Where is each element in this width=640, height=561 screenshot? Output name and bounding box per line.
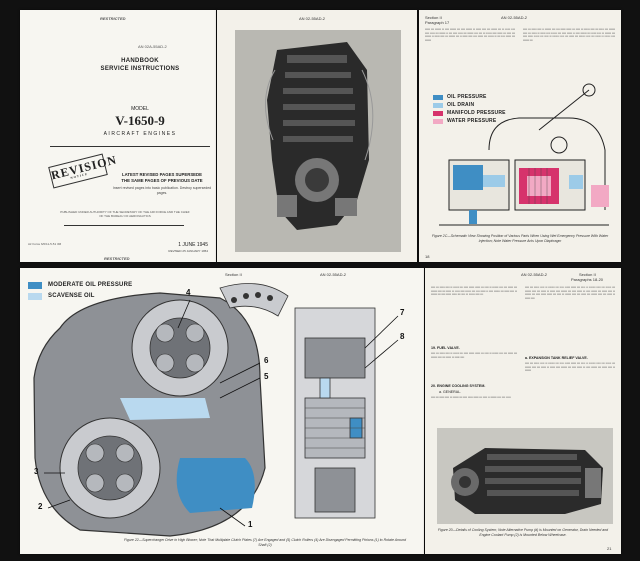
issue-date: 1 JUNE 1945 (178, 242, 208, 248)
engine-photo (437, 428, 613, 524)
legend-swatch-manifold-pressure (433, 111, 443, 116)
legend-swatch-oil-pressure (433, 95, 443, 100)
legend-swatch-scavense-oil (28, 293, 42, 300)
text-column-left: ▪▪▪▪ ▪▪▪ ▪▪▪▪▪ ▪▪▪▪ ▪▪ ▪▪▪▪▪▪ ▪▪▪ ▪▪▪▪ ▪… (431, 286, 517, 297)
text-column-left: ▪▪▪▪▪ ▪▪▪ ▪▪▪▪▪▪ ▪▪ ▪▪▪▪ ▪▪▪▪▪▪ ▪▪▪ ▪▪▪▪… (425, 28, 515, 42)
engine-photo-page: AN 02-55AD-2 (217, 10, 417, 262)
text-column-right-2: ▪▪▪▪ ▪▪▪ ▪▪▪▪▪ ▪▪▪▪ ▪▪ ▪▪▪▪▪▪ ▪▪▪ ▪▪▪▪ ▪… (525, 362, 615, 373)
title-line-2: SERVICE INSTRUCTIONS (100, 66, 180, 72)
cover-page: RESTRICTED AN 02A-55AD-2 HANDBOOK SERVIC… (20, 10, 216, 262)
page-number: 21 (607, 546, 612, 551)
legend-swatch-water-pressure (433, 119, 443, 124)
top-mark: RESTRICTED (100, 16, 126, 21)
doc-number: AN 02A-55AD-2 (138, 44, 167, 49)
text-column-left-3: ▪▪▪▪ ▪▪▪ ▪▪▪▪▪ ▪▪▪▪ ▪▪ ▪▪▪▪▪▪ ▪▪▪ ▪▪▪▪ ▪… (431, 396, 511, 399)
revision-stamp: REVISION NOTICE (48, 153, 118, 189)
text-column-right: ▪▪▪▪ ▪▪▪ ▪▪▪▪▪ ▪▪▪▪ ▪▪ ▪▪▪▪▪▪ ▪▪▪ ▪▪▪▪ ▪… (525, 286, 615, 300)
gear-diagram (33, 283, 399, 537)
paragraph-label: Paragraphs 18-20 (571, 277, 604, 282)
figure-caption: Figure 2C—Schematic View Showing Positio… (431, 234, 609, 243)
doc-number: AN 02-55AD-2 (299, 16, 326, 21)
subhead-expansion-tank: a. EXPANSION TANK RELIEF VALVE. (525, 356, 588, 360)
model-label: MODEL (131, 106, 149, 112)
footer-left: Air Force 6/0/11-5-51 3M (28, 242, 62, 246)
figure-caption: Figure 20—Details of Cooling System; Not… (437, 528, 609, 537)
callout-6: 6 (264, 356, 269, 365)
doc-number: AN 02-55AD-2 (521, 272, 548, 277)
subhead-cooling: 20. ENGINE COOLING SYSTEM. (431, 384, 486, 388)
subhead-general: a. GENERAL. (439, 390, 462, 394)
schematic-page: Section II Paragraph 17 AN 02-55AD-2 ▪▪▪… (419, 10, 621, 262)
section-label: Section II (425, 15, 442, 20)
legend-oil-pressure: OIL PRESSURE (447, 94, 487, 100)
callout-8: 8 (400, 332, 405, 341)
engine-photo (235, 30, 401, 252)
divider (50, 146, 210, 147)
text-column-right: ▪▪▪▪ ▪▪▪ ▪▪▪▪▪ ▪▪▪▪ ▪▪ ▪▪▪▪▪▪ ▪▪▪ ▪▪▪▪ ▪… (523, 28, 615, 42)
cooling-page: AN 02-55AD-2 Section II Paragraphs 18-20… (425, 268, 621, 554)
legend-scavense-oil: SCAVENSE OIL (48, 293, 95, 299)
legend-moderate-oil-pressure: MODERATE OIL PRESSURE (48, 282, 133, 288)
subhead-fuel-valve: 19. FUEL VALVE. (431, 346, 460, 350)
callout-3: 3 (34, 467, 39, 476)
revised-date: REVISED 25 JANUARY 1954 (168, 249, 208, 253)
paragraph-label: Paragraph 17 (425, 20, 450, 25)
section-label: Section II (579, 272, 596, 277)
insert-note: Insert revised pages into basic publicat… (112, 186, 212, 195)
subtitle: AIRCRAFT ENGINES (103, 131, 177, 137)
legend-oil-drain: OIL DRAIN (447, 102, 475, 108)
divider (64, 225, 184, 226)
callout-4: 4 (186, 288, 191, 297)
publication-note: PUBLISHED UNDER AUTHORITY OF THE SECRETA… (60, 210, 190, 218)
figure-caption: Figure 22—Superchanger Drive in High Blo… (123, 538, 407, 547)
doc-number: AN 02-55AD-2 (501, 15, 528, 20)
engine-model: V-1650-9 (115, 113, 165, 128)
doc-number: AN 02-55AD-2 (320, 272, 347, 277)
legend-water-pressure: WATER PRESSURE (447, 118, 497, 124)
legend-swatch-moderate-oil (28, 282, 42, 289)
callout-7: 7 (400, 308, 405, 317)
callout-1: 1 (248, 520, 253, 529)
legend-swatch-oil-drain (433, 103, 443, 108)
supersede-notice: LATEST REVISED PAGES SUPERSEDE THE SAME … (112, 172, 212, 184)
schematic-diagram (439, 83, 609, 226)
legend-manifold-pressure: MANIFOLD PRESSURE (447, 110, 506, 116)
supersede-line-2: THE SAME PAGES OF PREVIOUS DATE (121, 178, 203, 183)
section-label: Section II (225, 272, 242, 277)
supercharger-page: Section II AN 02-55AD-2 MODERATE OIL PRE… (20, 268, 424, 554)
page-number: 18 (425, 254, 430, 259)
bottom-mark: RESTRICTED (104, 256, 130, 261)
stamp-text: REVISION (49, 152, 119, 183)
title-line-1: HANDBOOK (121, 58, 159, 64)
supersede-line-1: LATEST REVISED PAGES SUPERSEDE (121, 172, 203, 177)
callout-2: 2 (38, 502, 43, 511)
callout-5: 5 (264, 372, 269, 381)
text-column-left-2: ▪▪▪▪ ▪▪▪ ▪▪▪▪▪ ▪▪▪▪ ▪▪ ▪▪▪▪▪▪ ▪▪▪ ▪▪▪▪ ▪… (431, 352, 517, 359)
